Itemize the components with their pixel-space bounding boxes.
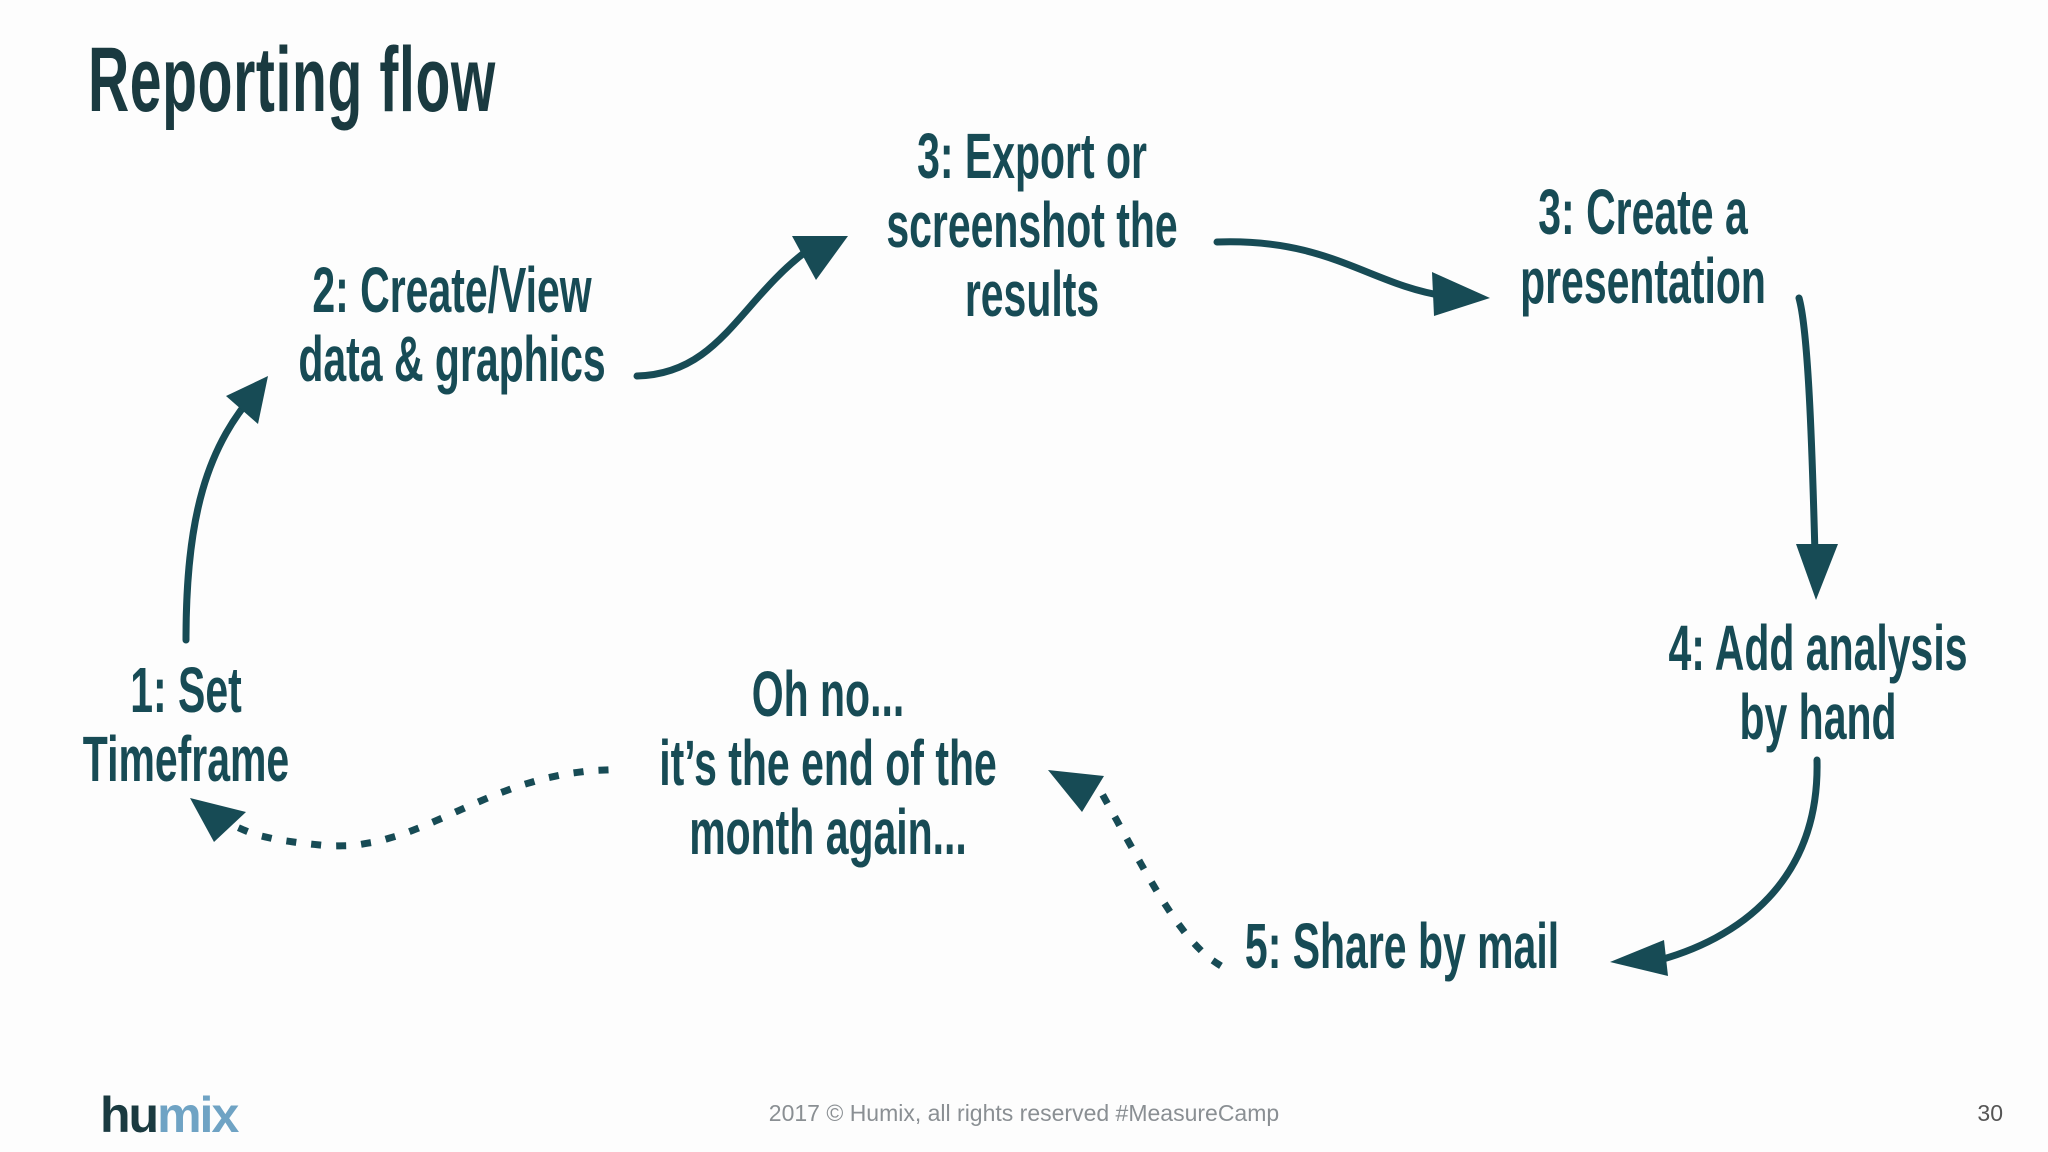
humix-logo: humix: [100, 1085, 239, 1145]
node-set-timeframe-line-1: 1: Set: [130, 654, 242, 726]
node-set-timeframe: 1: Set Timeframe: [83, 656, 289, 794]
node-export-line-2: screenshot the: [886, 189, 1178, 261]
node-set-timeframe-line-2: Timeframe: [82, 723, 290, 795]
node-export-line-1: 3: Export or: [917, 120, 1147, 192]
node-share: 5: Share by mail: [1245, 912, 1559, 981]
node-presentation: 3: Create a presentation: [1520, 178, 1766, 316]
arrow-analysis-to-share: [1648, 756, 1821, 966]
node-presentation-line-2: presentation: [1520, 245, 1766, 317]
slide-title: Reporting flow: [88, 29, 496, 131]
footer-copyright: 2017 © Humix, all rights reserved #Measu…: [768, 1100, 1280, 1126]
node-analysis-line-2: by hand: [1739, 681, 1897, 753]
node-export-line-3: results: [964, 258, 1100, 330]
node-create-view-line-1: 2: Create/View: [312, 254, 592, 326]
arrow-export-to-presentation: [1213, 238, 1449, 300]
humix-logo-part-1: hu: [100, 1087, 159, 1143]
node-analysis: 4: Add analysis by hand: [1669, 614, 1968, 752]
arrowhead-share-to-oh-no: [1048, 770, 1104, 812]
arrow-share-to-oh-no: [1095, 785, 1223, 969]
node-share-line-1: 5: Share by mail: [1244, 910, 1560, 982]
node-oh-no-line-1: Oh no...: [751, 658, 905, 730]
arrowhead-timeframe-to-create: [226, 376, 268, 424]
node-oh-no: Oh no... it’s the end of the month again…: [659, 660, 997, 867]
arrow-oh-no-to-timeframe: [223, 766, 609, 850]
node-analysis-line-1: 4: Add analysis: [1668, 612, 1968, 684]
arrowhead-create-to-export: [792, 236, 848, 280]
arrowhead-oh-no-to-timeframe: [190, 798, 246, 842]
arrowhead-export-to-presentation: [1432, 272, 1490, 316]
arrow-timeframe-to-create: [182, 381, 266, 644]
node-export: 3: Export or screenshot the results: [886, 122, 1177, 329]
node-oh-no-line-2: it’s the end of the: [659, 727, 997, 799]
arrow-create-to-export: [633, 246, 812, 380]
arrowhead-presentation-to-analysis: [1796, 544, 1838, 600]
arrowhead-analysis-to-share: [1610, 940, 1668, 976]
arrow-presentation-to-analysis: [1795, 294, 1819, 559]
node-create-view-line-2: data & graphics: [298, 323, 606, 395]
node-create-view: 2: Create/View data & graphics: [298, 256, 605, 394]
node-presentation-line-1: 3: Create a: [1538, 176, 1748, 248]
node-oh-no-line-3: month again...: [689, 796, 967, 868]
page-number: 30: [1977, 1100, 2003, 1126]
humix-logo-part-2: mix: [157, 1087, 239, 1143]
